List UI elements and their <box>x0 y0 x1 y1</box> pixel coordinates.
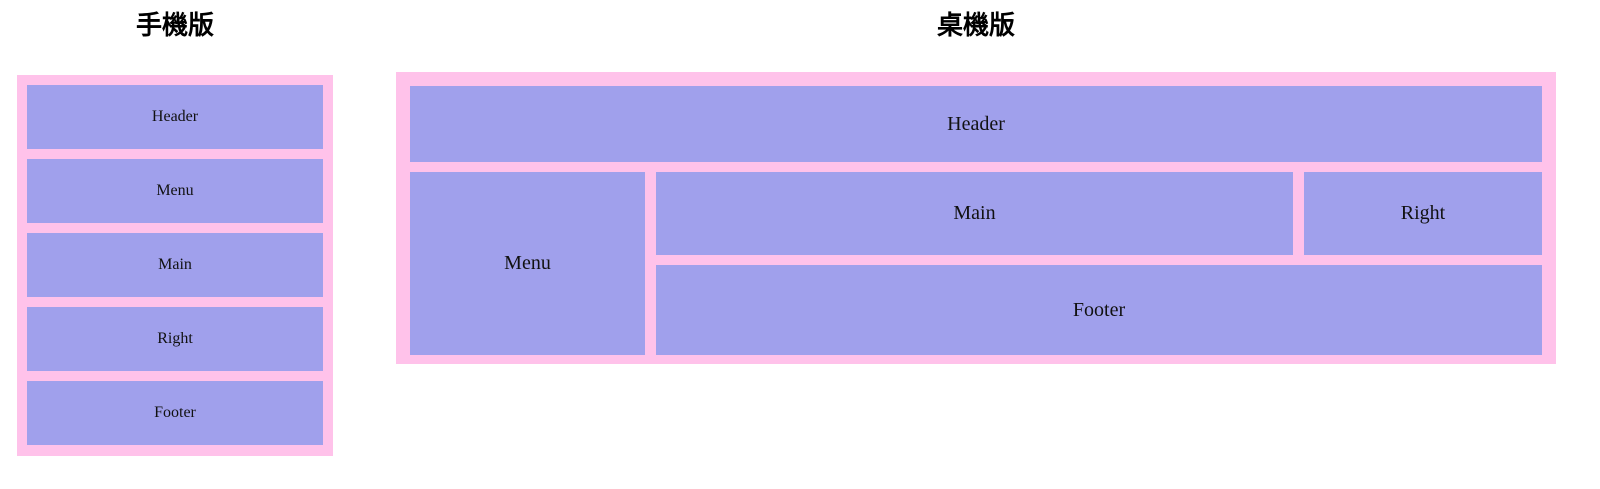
mobile-block-header: Header <box>27 85 323 149</box>
mobile-block-footer: Footer <box>27 381 323 445</box>
mobile-layout-container: Header Menu Main Right Footer <box>17 75 333 456</box>
desktop-version-heading: 桌機版 <box>936 10 1015 40</box>
desktop-block-menu: Menu <box>410 172 645 355</box>
desktop-block-right: Right <box>1304 172 1542 255</box>
desktop-layout-container: Header Menu Main Right Footer <box>396 72 1556 364</box>
mobile-version-heading: 手機版 <box>135 10 214 40</box>
desktop-block-header: Header <box>410 86 1542 162</box>
desktop-block-footer: Footer <box>656 265 1542 355</box>
mobile-block-main: Main <box>27 233 323 297</box>
desktop-block-main: Main <box>656 172 1293 255</box>
mobile-block-menu: Menu <box>27 159 323 223</box>
mobile-block-right: Right <box>27 307 323 371</box>
